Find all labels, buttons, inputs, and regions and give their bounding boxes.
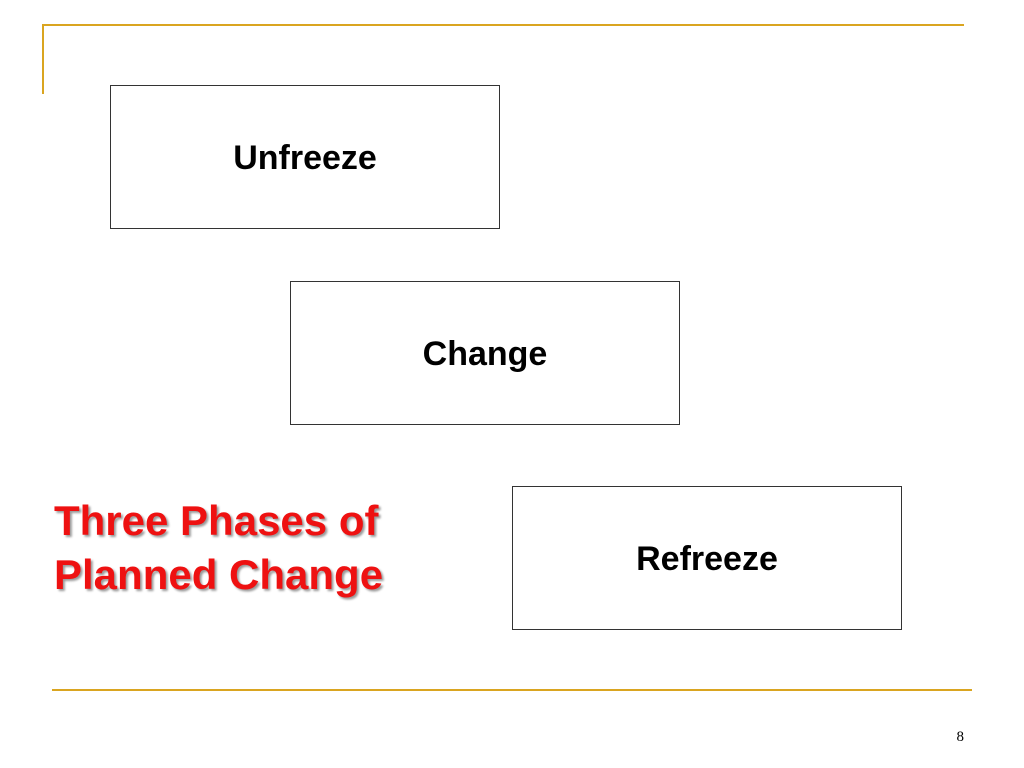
slide-title: Three Phases of Planned Change [54,494,474,602]
left-rule [42,24,44,94]
bottom-rule [52,689,972,691]
phase-box-refreeze: Refreeze [512,486,902,630]
phase-label-change: Change [422,335,548,373]
phase-label-unfreeze: Unfreeze [233,139,377,177]
slide-title-line-2: Planned Change [54,551,384,598]
phase-box-change: Change [290,281,680,425]
top-rule [42,24,964,26]
phase-box-unfreeze: Unfreeze [110,85,500,229]
slide-title-line-1: Three Phases of [54,497,379,544]
page-number: 8 [956,729,965,745]
phase-label-refreeze: Refreeze [636,540,778,578]
